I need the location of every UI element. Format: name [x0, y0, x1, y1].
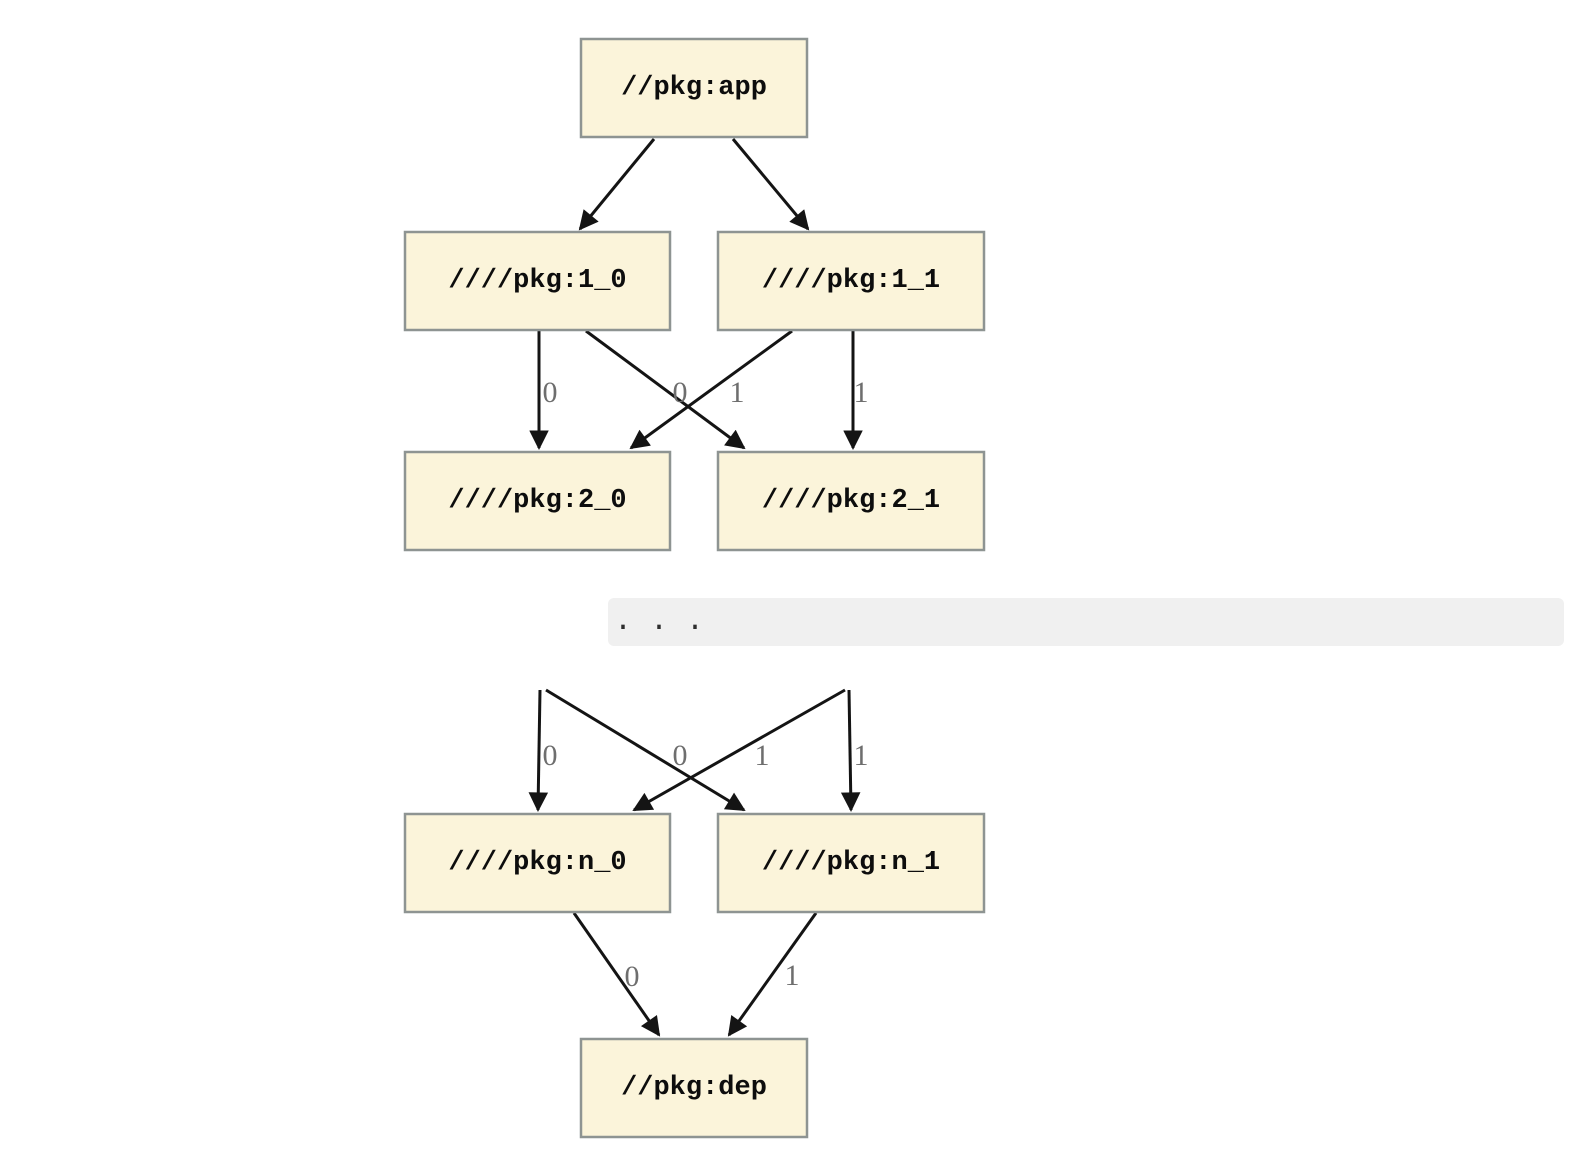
edge-label-ellipsis-left-to-n_0: 0 — [543, 739, 558, 772]
edge-label-ellipsis-right-to-n_0: 0 — [673, 739, 688, 772]
node-label-app: //pkg:app — [621, 73, 767, 103]
ellipsis-code-block: . . . — [608, 598, 1564, 646]
node-1_1 — [716, 230, 986, 332]
edge-1_0-to-2_1 — [585, 329, 746, 450]
edge-1_1-to-2_0 — [629, 329, 793, 450]
edge-ellipsis-left-to-n_1 — [545, 688, 746, 812]
lower-dependency-graph: 0 1 0 1 0 1 ////pkg:n_0 ////pkg:n_1 //pkg:dep — [403, 688, 986, 1139]
edge-ellipsis-right-to-n_0 — [632, 688, 846, 812]
ellipsis-text: . . . — [614, 605, 705, 639]
node-2_1 — [716, 450, 986, 552]
edge-ellipsis-right-to-n_1 — [840, 689, 861, 812]
edge-label-1_1-to-2_0: 0 — [673, 376, 688, 409]
edge-label-1_0-to-2_0: 0 — [543, 376, 558, 409]
node-app — [579, 37, 809, 139]
edge-n_1-to-dep — [727, 912, 818, 1037]
node-2_0 — [403, 450, 672, 552]
node-n_0 — [403, 812, 672, 914]
edge-app-to-1_1 — [731, 138, 810, 231]
node-n_1 — [716, 812, 986, 914]
edge-label-n_0-to-dep: 0 — [625, 960, 640, 993]
node-label-n_0: ////pkg:n_0 — [448, 848, 626, 878]
node-label-dep: //pkg:dep — [621, 1073, 767, 1103]
edge-label-n_1-to-dep: 1 — [785, 959, 800, 992]
node-1_0 — [403, 230, 672, 332]
edge-label-ellipsis-left-to-n_1: 1 — [755, 739, 770, 772]
node-label-1_0: ////pkg:1_0 — [448, 266, 626, 296]
edge-label-ellipsis-right-to-n_1: 1 — [854, 739, 869, 772]
edge-ellipsis-left-to-n_0 — [528, 689, 549, 812]
node-label-1_1: ////pkg:1_1 — [762, 266, 940, 296]
upper-dependency-graph: 0 1 0 1 //pkg:app ////pkg:1_0 ////pkg:1_1 ////p… — [403, 37, 986, 552]
edge-label-1_1-to-2_1: 1 — [854, 376, 869, 409]
node-dep — [579, 1037, 809, 1139]
node-label-2_1: ////pkg:2_1 — [762, 486, 940, 516]
edge-n_0-to-dep — [572, 912, 661, 1037]
edge-app-to-1_0 — [578, 138, 656, 231]
node-label-n_1: ////pkg:n_1 — [762, 848, 940, 878]
edge-label-1_0-to-2_1: 1 — [730, 376, 745, 409]
node-label-2_0: ////pkg:2_0 — [448, 486, 626, 516]
